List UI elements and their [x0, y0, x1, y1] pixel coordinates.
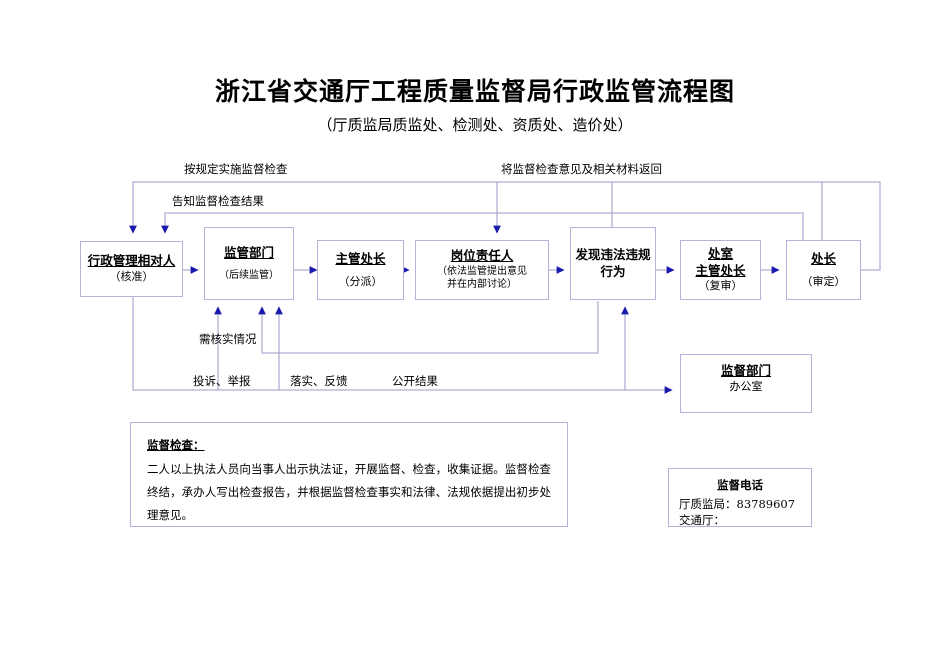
node-title: 行政管理相对人	[87, 253, 176, 269]
node-subtitle: 行为	[600, 263, 626, 279]
phone-line-transport-dept: 交通厅：	[679, 513, 725, 528]
node-subtitle-2: 并在内部讨论）	[447, 279, 517, 291]
node-post-responsible[interactable]: 岗位责任人 （依法监管提出意见 并在内部讨论）	[415, 240, 549, 300]
supervision-note-panel: 监督检查： 二人以上执法人员向当事人出示执法证，开展监督、检查，收集证据。监督检…	[130, 422, 568, 527]
node-counterpart[interactable]: 行政管理相对人 （核准）	[80, 241, 183, 297]
node-office-chief[interactable]: 处室 主管处长 （复审）	[680, 240, 761, 300]
node-division-chief[interactable]: 主管处长 （分派）	[317, 240, 404, 300]
node-subtitle: （后续监管）	[219, 269, 279, 281]
supervision-phone-panel: 监督电话 厅质监局：83789607 交通厅：	[668, 468, 812, 527]
edge-label-return-materials: 将监督检查意见及相关材料返回	[501, 162, 662, 176]
page-title: 浙江省交通厅工程质量监督局行政监管流程图	[214, 77, 735, 106]
node-title: 监管部门	[223, 244, 274, 260]
note-body: 二人以上执法人员向当事人出示执法证，开展监督、检查，收集证据。监督检查终结，承办…	[147, 462, 551, 522]
edge-label-notify-result: 告知监督检查结果	[172, 194, 264, 208]
node-title: 处长	[810, 250, 836, 266]
node-title: 监督部门	[720, 363, 771, 378]
note-heading: 监督检查：	[147, 438, 205, 452]
node-title: 岗位责任人	[450, 248, 514, 264]
edge-label-implement-inspection: 按规定实施监督检查	[184, 162, 288, 176]
node-supervisor-office[interactable]: 监督部门 办公室	[680, 354, 812, 413]
node-violation-found[interactable]: 发现违法违规 行为	[570, 227, 656, 300]
node-department-head[interactable]: 处长 （审定）	[786, 240, 861, 300]
edge-label-publish-result: 公开结果	[392, 374, 438, 388]
edge-label-complaint-report: 投诉、举报	[193, 374, 251, 388]
node-subtitle: （审定）	[801, 274, 846, 288]
edge-label-need-verify: 需核实情况	[199, 332, 257, 346]
edge-label-implement-feedback: 落实、反馈	[290, 374, 348, 388]
phone-heading: 监督电话	[717, 478, 763, 492]
node-subtitle-2: （复审）	[698, 279, 743, 293]
node-title: 发现违法违规	[575, 246, 651, 262]
node-subtitle: 办公室	[729, 379, 763, 393]
node-subtitle: （核准）	[109, 270, 154, 284]
node-supervision-dept[interactable]: 监管部门 （后续监管）	[204, 227, 294, 300]
node-subtitle: （分派）	[338, 274, 383, 288]
node-title: 主管处长	[335, 250, 386, 266]
node-subtitle: 主管处长	[695, 262, 746, 278]
page-subtitle: （厅质监局质监处、检测处、资质处、造价处）	[317, 116, 633, 134]
node-subtitle: （依法监管提出意见	[437, 265, 527, 277]
node-title: 处室	[707, 245, 733, 261]
phone-line-quality-bureau: 厅质监局：83789607	[679, 496, 796, 511]
